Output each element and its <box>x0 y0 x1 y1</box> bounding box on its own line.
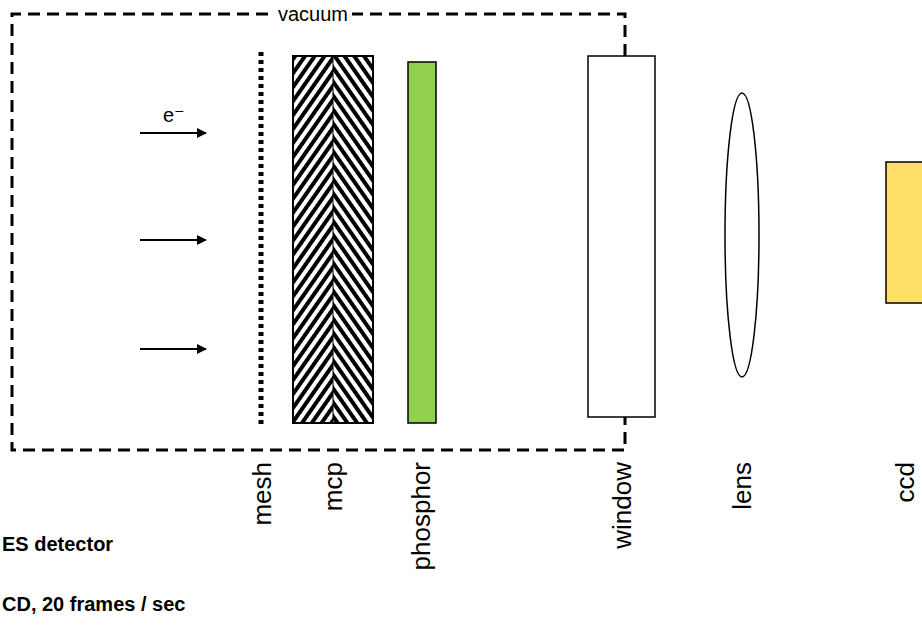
note-text: ES detector <box>2 533 113 555</box>
mcp-outline <box>293 56 373 423</box>
part-label: phosphor <box>407 462 436 570</box>
part-label: lens <box>728 462 757 510</box>
note-text: CD, 20 frames / sec <box>2 593 185 615</box>
vacuum-window <box>588 56 655 417</box>
vacuum-chamber: vacuum <box>12 14 625 450</box>
mcp-plate <box>333 56 373 423</box>
mcp-divider <box>333 56 334 423</box>
electron-label: e⁻ <box>163 104 185 126</box>
phosphor-screen <box>408 62 436 423</box>
part-label: window <box>608 462 637 549</box>
mesh-grid <box>259 52 264 426</box>
region-label: vacuum <box>274 3 352 25</box>
part-label: mesh <box>248 462 277 526</box>
part-label: mcp <box>319 462 348 511</box>
electron-arrow <box>140 239 206 241</box>
vacuum-outline <box>12 14 625 450</box>
electron-arrow <box>140 348 206 350</box>
dashed-boundary <box>12 14 625 450</box>
mcp-plate <box>293 56 333 423</box>
part-label: ccd <box>891 462 920 502</box>
electron-arrow <box>140 132 206 134</box>
ccd-sensor <box>886 162 922 303</box>
lens-element <box>725 93 759 377</box>
